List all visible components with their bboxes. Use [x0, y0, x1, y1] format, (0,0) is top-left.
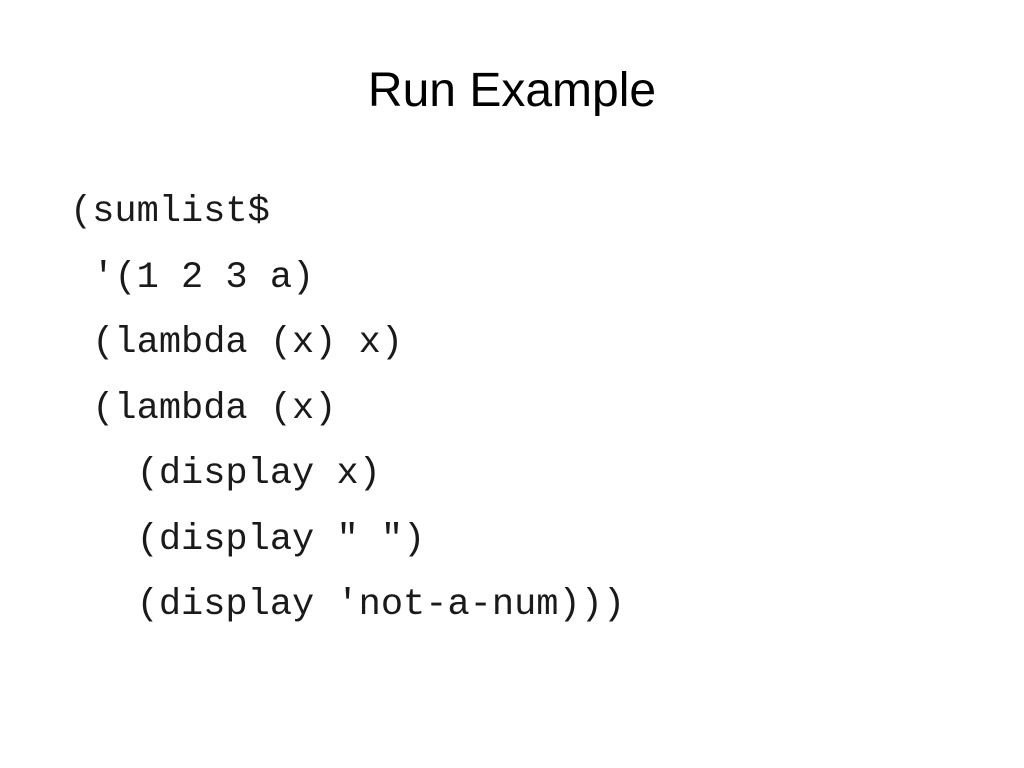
code-line-4: (lambda (x) — [70, 387, 337, 430]
code-line-5: (display x) — [70, 453, 381, 495]
code-line-6: (display " ") — [70, 518, 426, 561]
code-line-7: (display 'not-a-num))) — [70, 584, 626, 626]
code-line-3: (lambda (x) x) — [70, 322, 404, 364]
slide-title: Run Example — [367, 64, 657, 117]
code-line-1: (sumlist$ — [70, 191, 270, 233]
code-block: (sumlist$ '(1 2 3 a) (lambda (x) x) (lam… — [70, 188, 970, 647]
code-line-2: '(1 2 3 a) — [70, 256, 315, 299]
